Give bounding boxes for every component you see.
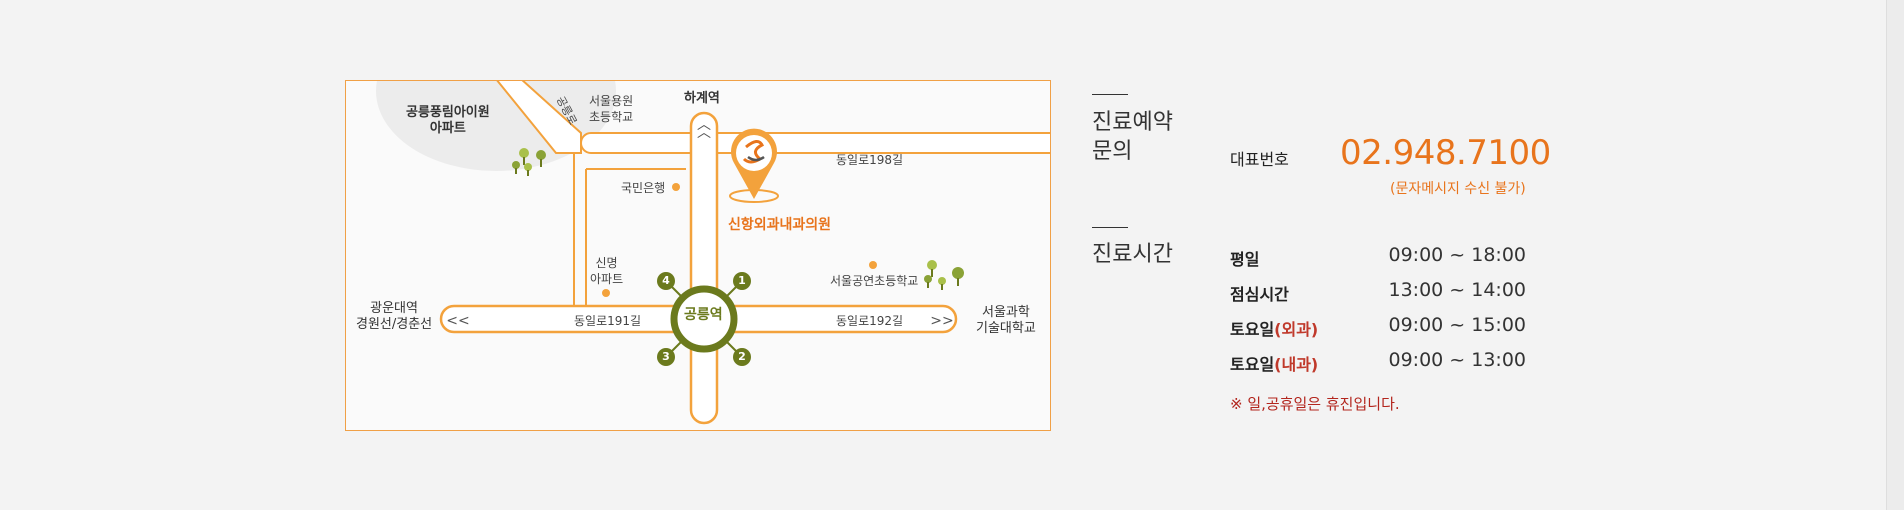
holiday-notice: ※ 일,공휴일은 휴진입니다.	[1230, 395, 1400, 413]
vertical-scrollbar[interactable]	[1886, 0, 1904, 510]
map-label-road-191: 동일로191길	[574, 314, 642, 328]
map-label-east-dest: 서울과학 기술대학교	[976, 305, 1036, 336]
road-main-vertical	[689, 111, 719, 425]
map-label-clinic: 신항외과내과의원	[728, 217, 832, 233]
svg-text:︿: ︿	[697, 125, 711, 141]
map-label-school-east: 서울공연초등학교	[830, 274, 919, 288]
map-label-station-north: 하계역	[684, 91, 720, 106]
exit-2-label: 2	[738, 350, 746, 363]
hours-time-lunch: 13:00 ~ 14:00	[1388, 279, 1526, 301]
map-label-west-dest: 광운대역 경원선/경춘선	[356, 301, 433, 332]
svg-text:>>: >>	[930, 313, 953, 329]
exit-4-label: 4	[662, 274, 670, 287]
hours-time-sat-surgery: 09:00 ~ 15:00	[1388, 314, 1526, 336]
bank-dot	[672, 183, 680, 191]
exit-1-label: 1	[738, 274, 746, 287]
reservation-title: 진료예약 문의	[1092, 110, 1173, 164]
phone-label: 대표번호	[1230, 150, 1289, 169]
map-label-road-198: 동일로198길	[836, 153, 904, 167]
exit-1-marker	[733, 272, 751, 290]
location-map: ︿ ︿ << >>	[345, 80, 1051, 431]
apartment-dot	[602, 289, 610, 297]
clinic-info-panel: 진료예약 문의 대표번호 02.948.7100 (문자메시지 수신 불가) 진…	[1092, 0, 1551, 510]
school-dot	[869, 261, 877, 269]
hours-title: 진료시간	[1092, 242, 1173, 267]
phone-note: (문자메시지 수신 불가)	[1390, 181, 1526, 197]
tree-icon	[924, 260, 964, 290]
section-divider	[1092, 94, 1128, 95]
hours-time-sat-internal: 09:00 ~ 13:00	[1388, 349, 1526, 371]
hours-label-sat-internal: 토요일(내과)	[1230, 355, 1319, 374]
road-diagonal	[496, 81, 582, 154]
svg-text:<<: <<	[446, 313, 469, 329]
map-label-station: 공릉역	[684, 307, 723, 323]
hours-label-lunch: 점심시간	[1230, 285, 1289, 304]
hours-label-weekday: 평일	[1230, 250, 1260, 269]
hours-label-sat-surgery: 토요일(외과)	[1230, 320, 1319, 339]
exit-2-marker	[733, 348, 751, 366]
map-label-school-top: 서울용원 초등학교	[589, 94, 634, 124]
map-graphic: ︿ ︿ << >>	[376, 81, 1050, 425]
map-label-bank: 국민은행	[621, 181, 666, 195]
exit-3-marker	[657, 348, 675, 366]
map-label-apartment-sinmyeong: 신명 아파트	[590, 256, 624, 286]
map-label-road-192: 동일로192길	[836, 314, 904, 328]
clinic-logo-icon	[742, 140, 765, 164]
tree-icon	[512, 148, 546, 176]
exit-3-label: 3	[662, 350, 670, 363]
section-divider	[1092, 227, 1128, 228]
exit-4-marker	[657, 272, 675, 290]
road-198	[580, 132, 1050, 154]
map-label-apartment: 공릉풍림아이원 아파트	[406, 105, 490, 136]
svg-text:︿: ︿	[697, 117, 711, 133]
hours-time-weekday: 09:00 ~ 18:00	[1388, 244, 1526, 266]
phone-number[interactable]: 02.948.7100	[1340, 133, 1551, 173]
station-circle	[670, 285, 738, 353]
